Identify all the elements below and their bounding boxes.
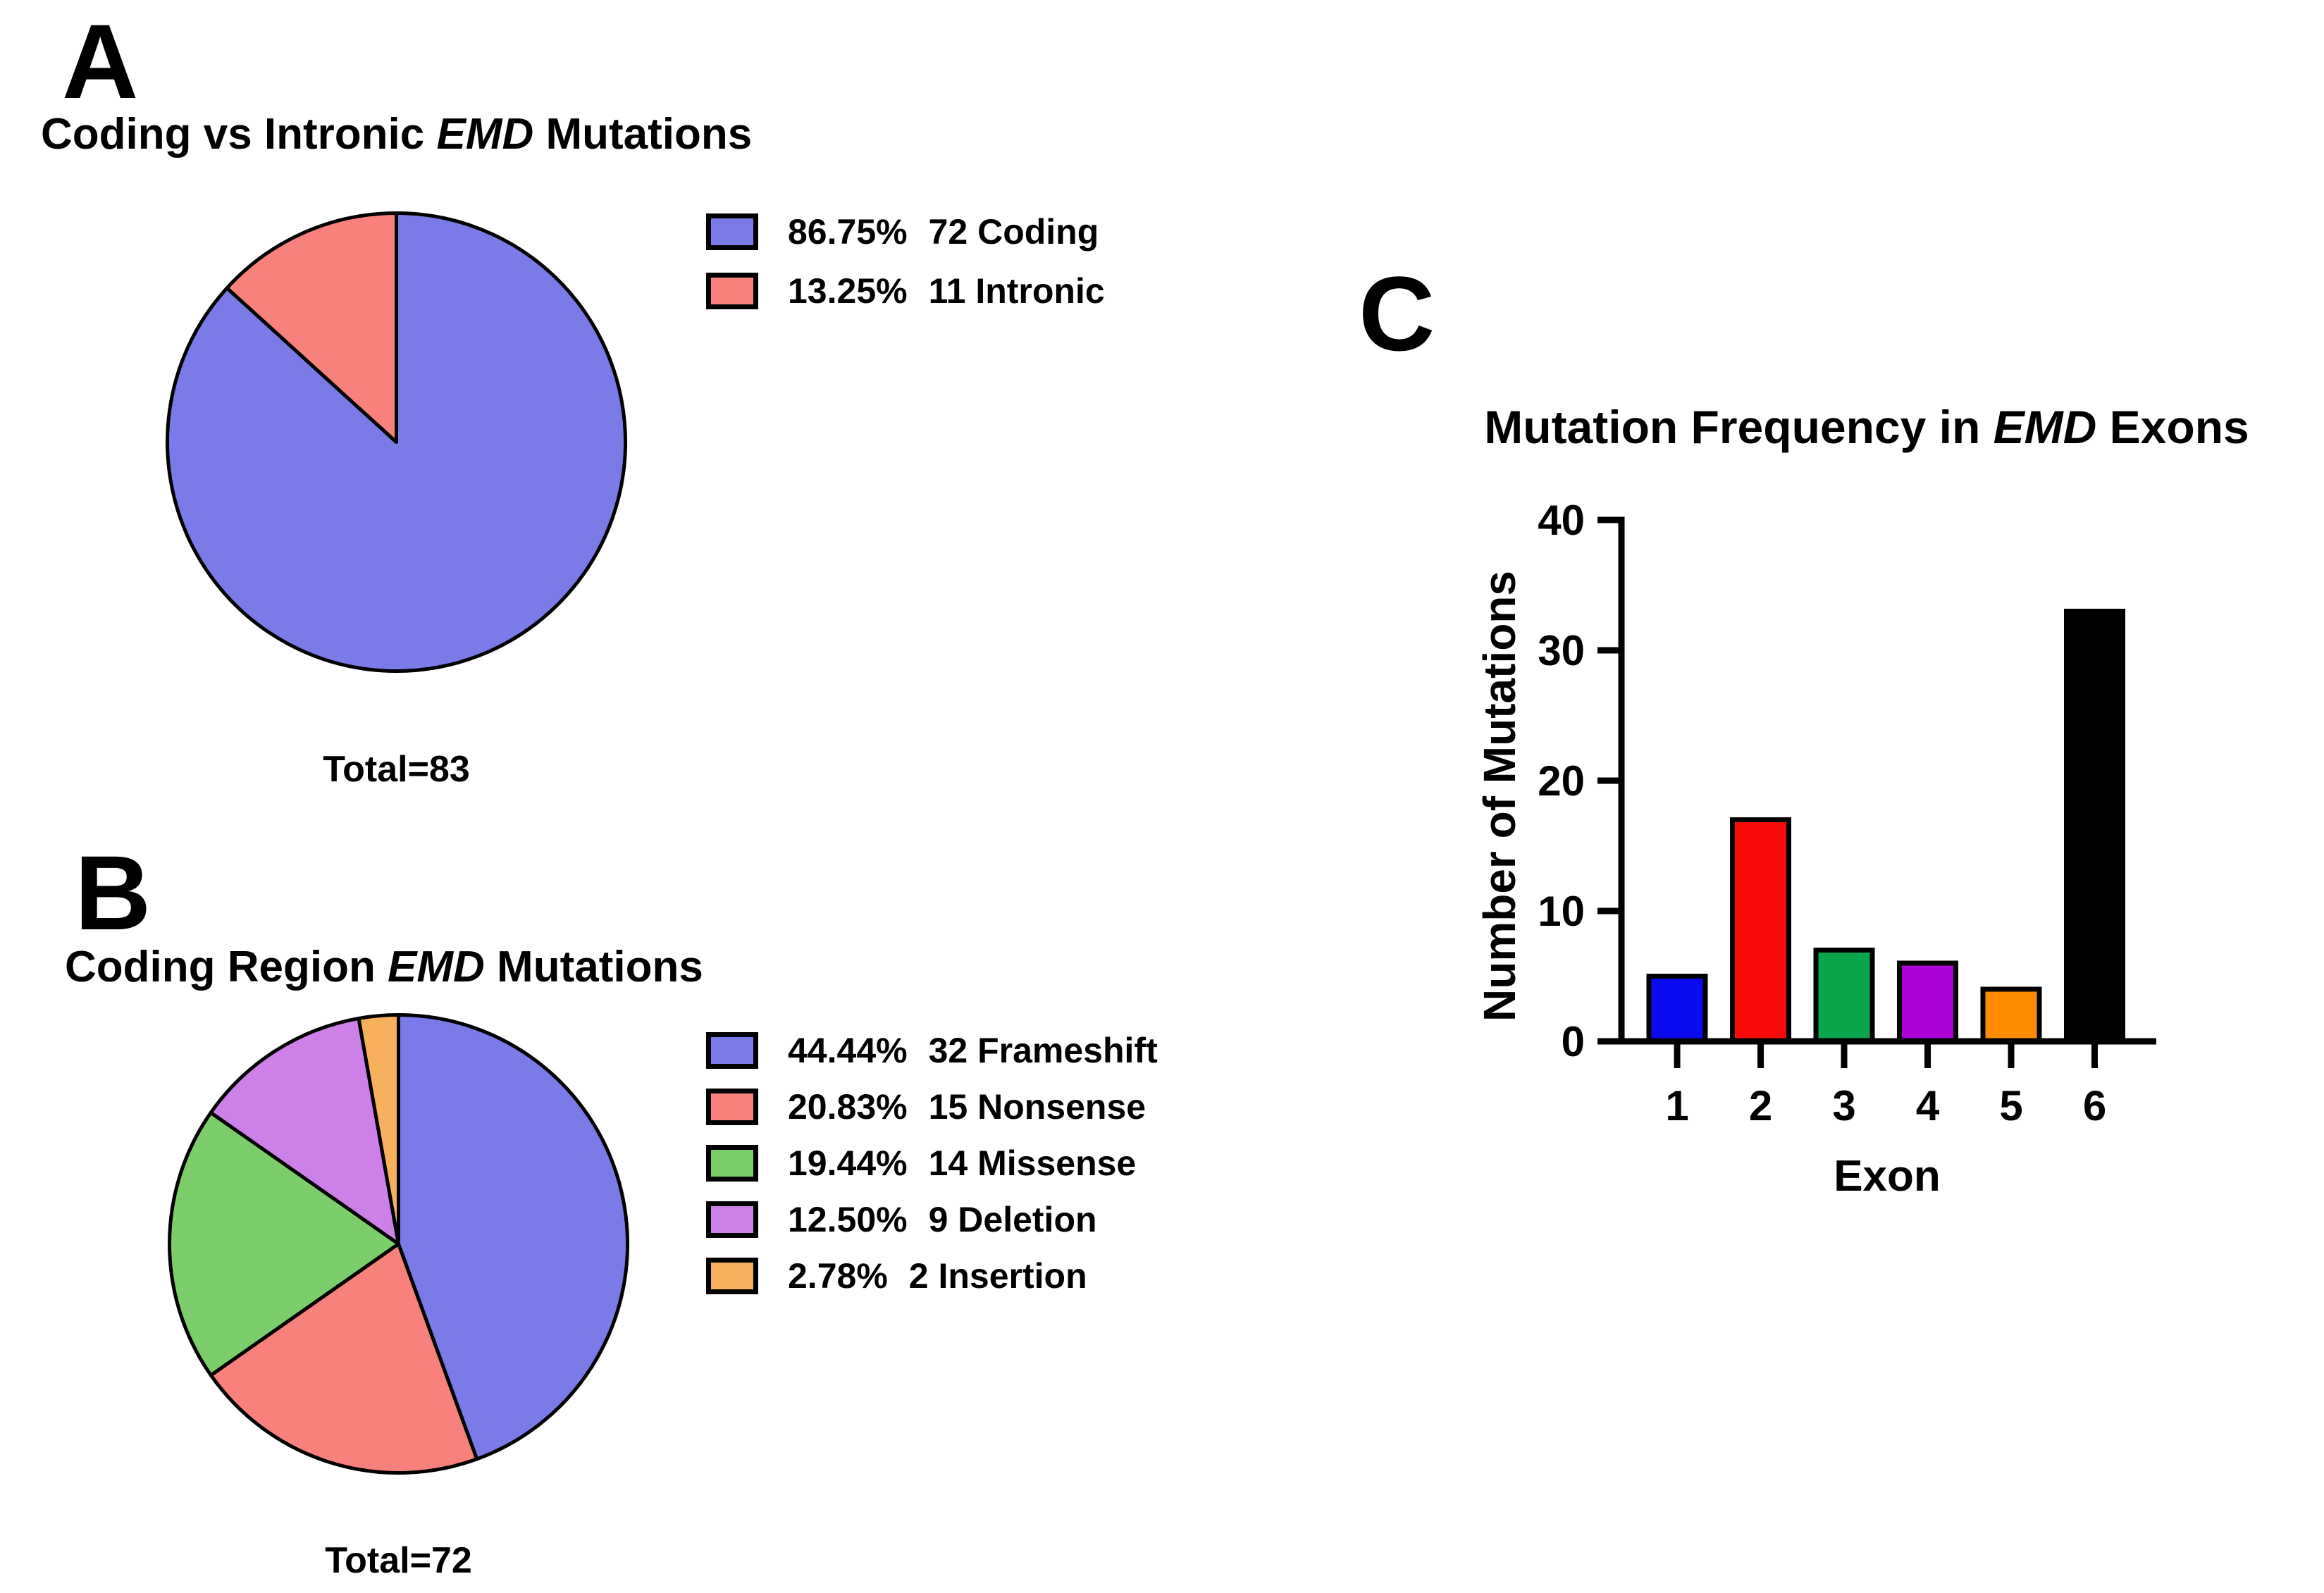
legend-percent: 86.75% (788, 212, 908, 252)
bars (1646, 609, 2125, 1044)
panel-a-letter: A (62, 2, 139, 120)
legend-swatch-coding (706, 213, 758, 250)
pie-a-legend: 86.75% 72 Coding 13.25% 11 Intronic (706, 211, 1105, 311)
legend-label: 14 Missense (928, 1143, 1137, 1183)
bar-chart-mutation-frequency: 0 10 20 30 40 1 2 3 4 5 6 Number of Mutations Exo… (1480, 497, 2156, 1201)
pie-slice-frameshift (397, 1013, 630, 1461)
panel-b-title-text: Coding Region (65, 943, 388, 991)
y-axis-label: Number of Mutations (1480, 571, 1525, 1022)
x-tick-label-exon-1: 1 (1665, 1082, 1688, 1129)
pie-slice-insertion (357, 1012, 400, 1246)
legend-swatch-intronic (706, 273, 758, 309)
legend-item-coding: 86.75% 72 Coding (706, 211, 1105, 252)
panel-c-title-text2: Exons (2096, 401, 2249, 453)
panel-b-letter: B (75, 833, 152, 952)
y-tick-label: 30 (1538, 627, 1585, 674)
panel-b-title-gene: EMD (388, 943, 485, 991)
bar-exon-3 (1813, 948, 1875, 1044)
x-axis-label: Exon (1834, 1152, 1941, 1201)
pie-chart-coding-vs-intronic (166, 211, 628, 673)
x-tick-label-exon-6: 6 (2083, 1082, 2106, 1129)
y-tick-label: 40 (1538, 497, 1585, 544)
panel-c-title-gene: EMD (1993, 401, 2097, 453)
bar-exon-6 (2064, 609, 2125, 1044)
pie-slice-missense (168, 1110, 400, 1377)
legend-swatch-nonsense (706, 1089, 758, 1125)
y-tick-label: 10 (1538, 888, 1585, 935)
pie-slice-nonsense (209, 1242, 479, 1475)
legend-label: 15 Nonsense (928, 1087, 1146, 1127)
y-tick-label: 20 (1538, 757, 1585, 805)
legend-item-insertion: 2.78% 2 Insertion (706, 1256, 1158, 1296)
legend-percent: 2.78% (788, 1256, 888, 1296)
legend-percent: 12.50% (788, 1200, 908, 1239)
legend-label: 72 Coding (928, 212, 1099, 252)
legend-swatch-insertion (706, 1258, 758, 1294)
bar-exon-2 (1730, 817, 1791, 1044)
pie-b-legend: 44.44% 32 Frameshift 20.83% 15 Nonsense … (706, 1030, 1158, 1296)
y-axis-ticks: 0 10 20 30 40 (1538, 497, 1621, 1065)
panel-b-title-text2: Mutations (484, 943, 703, 991)
pie-b-total: Total=72 (325, 1540, 472, 1581)
panel-a-title-text: Coding vs Intronic (41, 110, 437, 159)
x-tick-label-exon-3: 3 (1832, 1082, 1855, 1129)
legend-item-nonsense: 20.83% 15 Nonsense (706, 1086, 1158, 1127)
legend-swatch-deletion (706, 1201, 758, 1238)
x-tick-label-exon-4: 4 (1916, 1082, 1940, 1129)
legend-percent: 19.44% (788, 1143, 908, 1183)
bar-exon-1 (1646, 974, 1708, 1044)
panel-c-title-text: Mutation Frequency in (1484, 401, 1994, 453)
bar-exon-4 (1897, 960, 1958, 1044)
pie-slice-intronic (225, 211, 398, 444)
x-tick-label-exon-2: 2 (1749, 1082, 1772, 1129)
legend-item-intronic: 13.25% 11 Intronic (706, 271, 1105, 311)
legend-percent: 13.25% (788, 271, 908, 311)
legend-label: 2 Insertion (908, 1256, 1087, 1296)
panel-c-title: Mutation Frequency in EMD Exons (1409, 401, 2324, 453)
legend-label: 32 Frameshift (928, 1031, 1158, 1070)
legend-percent: 44.44% (788, 1031, 908, 1070)
legend-label: 11 Intronic (928, 271, 1105, 311)
y-tick-label: 0 (1562, 1018, 1585, 1065)
panel-c-letter: C (1359, 254, 1435, 373)
pie-a-total: Total=83 (323, 749, 470, 790)
pie-slice-deletion (209, 1016, 400, 1246)
bar-exon-5 (1980, 986, 2042, 1044)
legend-label: 9 Deletion (928, 1200, 1097, 1239)
x-axis-ticks: 1 2 3 4 5 6 (1665, 1044, 2106, 1129)
legend-item-frameshift: 44.44% 32 Frameshift (706, 1030, 1158, 1071)
legend-item-missense: 19.44% 14 Missense (706, 1143, 1158, 1184)
pie-chart-coding-region-mutations (168, 1012, 630, 1475)
panel-a-title-gene: EMD (436, 110, 534, 159)
legend-swatch-frameshift (706, 1032, 758, 1069)
panel-b-title: Coding Region EMD Mutations (65, 944, 703, 990)
panel-a-title: Coding vs Intronic EMD Mutations (41, 111, 752, 157)
legend-item-deletion: 12.50% 9 Deletion (706, 1199, 1158, 1240)
x-tick-label-exon-5: 5 (1999, 1082, 2022, 1129)
legend-swatch-missense (706, 1145, 758, 1182)
panel-a-title-text2: Mutations (533, 110, 753, 159)
legend-percent: 20.83% (788, 1087, 908, 1127)
